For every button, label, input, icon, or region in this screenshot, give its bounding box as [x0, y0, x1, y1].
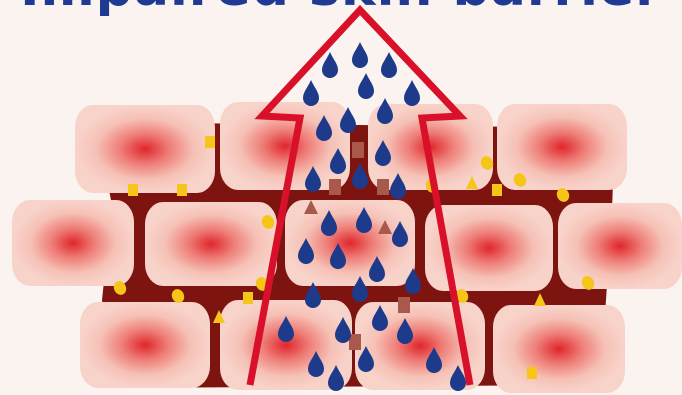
lipid-particle-icon [398, 297, 410, 313]
lipid-particle-icon [128, 184, 138, 196]
corneocyte-cell [558, 203, 682, 289]
water-drop-icon [303, 80, 319, 106]
lipid-particle-icon [527, 367, 537, 379]
lipid-particle-icon [177, 184, 187, 196]
corneocyte-cell [145, 202, 277, 286]
water-drop-icon [322, 52, 338, 78]
corneocyte-cell [493, 305, 625, 393]
corneocyte-cell [80, 302, 210, 388]
water-drop-icon [358, 73, 374, 99]
lipid-particle-icon [352, 142, 364, 158]
lipid-particle-icon [377, 179, 389, 195]
lipid-particle-icon [243, 292, 253, 304]
lipid-particle-icon [329, 179, 341, 195]
corneocyte-cell [75, 105, 215, 193]
water-drop-icon [352, 42, 368, 68]
lipid-particle-icon [205, 136, 215, 148]
corneocyte-cell [12, 200, 134, 286]
lipid-particle-icon [492, 184, 502, 196]
water-drop-icon [377, 98, 393, 124]
water-drop-icon [381, 52, 397, 78]
water-drop-icon [404, 80, 420, 106]
